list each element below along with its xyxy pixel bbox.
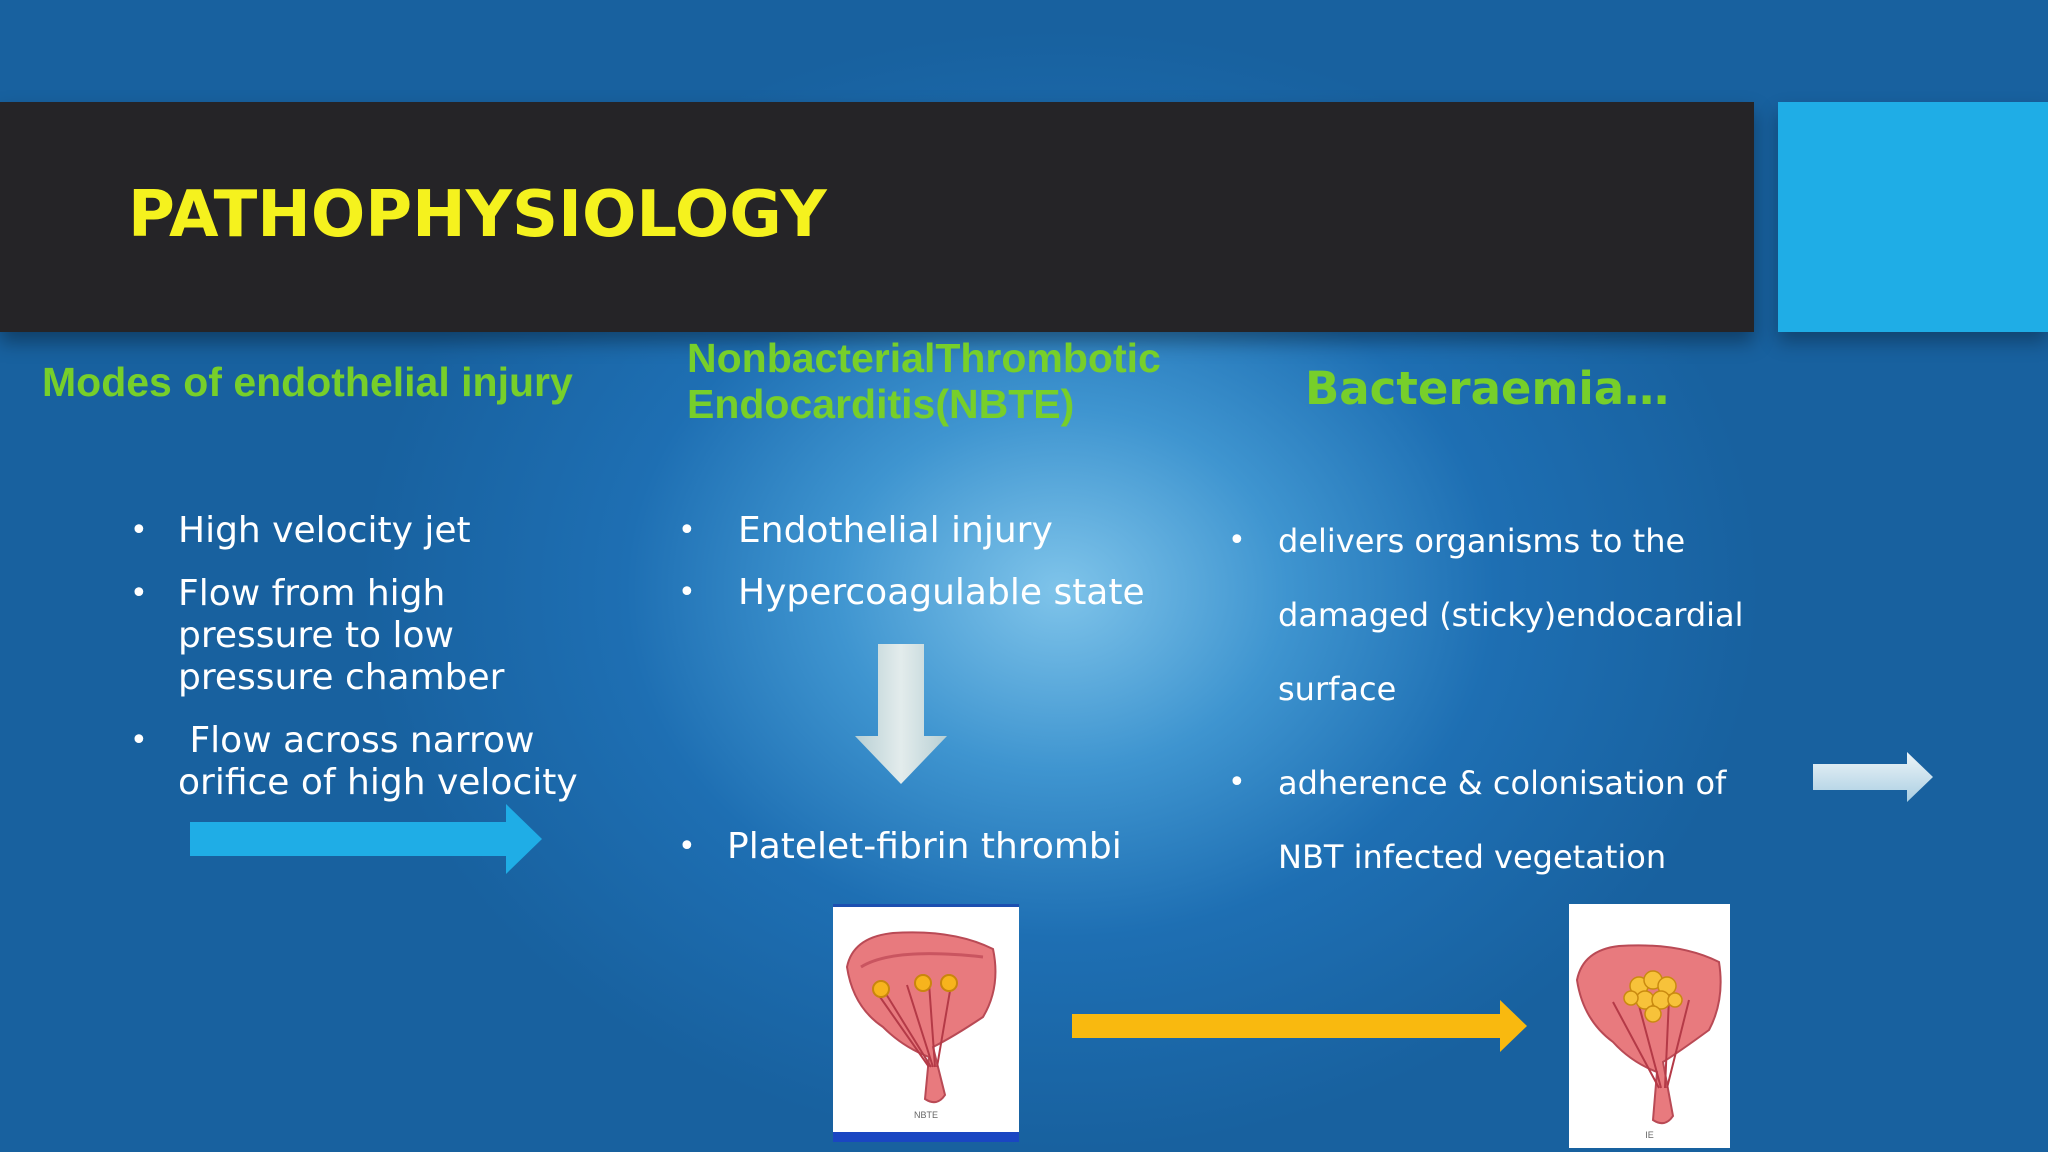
list-item: •High velocity jet bbox=[130, 510, 471, 551]
heart-valve-icon bbox=[1575, 944, 1722, 1125]
accent-square bbox=[1778, 102, 2048, 332]
image-caption: NBTE bbox=[913, 1110, 938, 1120]
list-item: •Hypercoagulable state bbox=[678, 572, 1145, 613]
nbte-valve-image: NBTE bbox=[833, 904, 1019, 1142]
list-item: • Flow across narrow orifice of high vel… bbox=[130, 720, 578, 803]
right-arrow-icon bbox=[1072, 1000, 1527, 1052]
platelet-thrombi-item: •Platelet-fibrin thrombi bbox=[678, 826, 1122, 867]
heart-valve-icon bbox=[845, 931, 997, 1104]
list-item: •delivers organisms to the damaged (stic… bbox=[1228, 522, 1744, 708]
slide-title: PATHOPHYSIOLOGY bbox=[128, 178, 827, 252]
heading-nbte: NonbacterialThrombotic Endocarditis(NBTE… bbox=[687, 335, 1161, 427]
down-arrow-icon bbox=[855, 644, 947, 784]
title-bar: PATHOPHYSIOLOGY bbox=[0, 102, 1754, 332]
heading-endothelial-injury: Modes of endothelial injury bbox=[42, 359, 573, 405]
list-item: •Endothelial injury bbox=[678, 510, 1053, 551]
right-arrow-icon bbox=[190, 804, 542, 874]
injury-bullet-list: •High velocity jet •Flow from high press… bbox=[130, 510, 638, 825]
bacteraemia-bullet-list: •delivers organisms to the damaged (stic… bbox=[1228, 504, 1798, 914]
nbte-bullet-list: •Endothelial injury •Hypercoagulable sta… bbox=[678, 510, 1198, 634]
image-caption: IE bbox=[1645, 1130, 1654, 1140]
list-item: •adherence & colonisation of NBT infecte… bbox=[1228, 764, 1727, 876]
heading-bacteraemia: Bacteraemia… bbox=[1305, 362, 1670, 415]
ie-valve-image: IE bbox=[1569, 904, 1730, 1148]
right-arrow-icon bbox=[1813, 752, 1933, 802]
list-item: •Flow from high pressure to low pressure… bbox=[130, 573, 505, 698]
